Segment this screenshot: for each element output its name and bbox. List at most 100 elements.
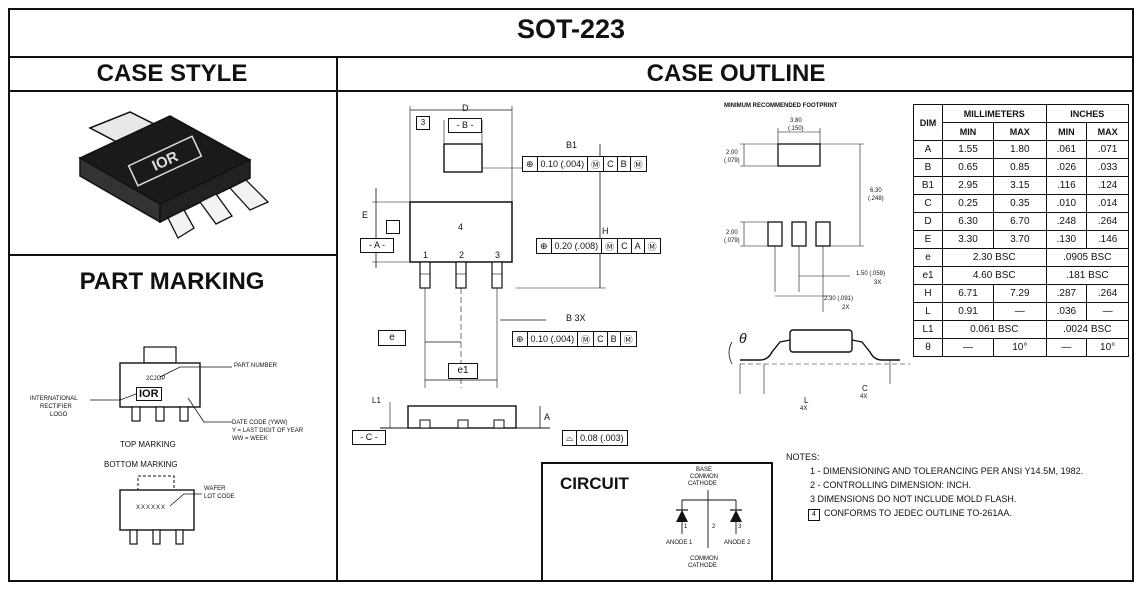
bottom-lot-code: XXXXXX: [136, 505, 167, 511]
cell: L: [913, 302, 943, 321]
column-divider: [336, 56, 338, 582]
cell: D: [913, 212, 943, 231]
pin3-label: 3: [495, 250, 501, 260]
cell: .287: [1045, 284, 1088, 303]
fp-h2-in: (.079): [724, 238, 740, 244]
part-marking-header: PART MARKING: [79, 268, 265, 295]
fcf1-datum-c: C: [604, 157, 618, 171]
dim-b1: B1: [566, 140, 578, 150]
cell: 4.60 BSC: [942, 266, 1047, 285]
cell: 3.30: [941, 230, 995, 249]
th-mm-max: MAX: [993, 122, 1047, 141]
footprint-drawing: [740, 128, 864, 312]
cell: e: [913, 248, 943, 267]
dim-e: E: [362, 210, 369, 220]
dim-d: D: [462, 103, 469, 113]
fp-h2: 2.00: [726, 230, 738, 236]
fcf3-symbol: ⊕: [513, 332, 528, 346]
outline-side-view: [380, 402, 550, 429]
dim-e1-box: e1: [448, 363, 478, 379]
cell: .026: [1045, 158, 1088, 177]
note-4-marker: 4: [808, 509, 820, 521]
dim-b-3x: B 3X: [566, 313, 586, 323]
th-in-min: MIN: [1045, 122, 1088, 141]
package-3d-illustration: IOR: [78, 111, 270, 239]
fcf1-value: 0.10 (.004): [538, 157, 589, 171]
fcf3-value: 0.10 (.004): [528, 332, 579, 346]
section-header-divider: [8, 90, 1134, 92]
fp-width-top-in: (.150): [788, 126, 804, 132]
fp-pitch2: 2.30 (.091): [824, 296, 854, 302]
cell: 7.29: [993, 284, 1047, 303]
circuit-anode2: ANODE 2: [724, 540, 751, 546]
cell: .264: [1086, 212, 1129, 231]
outline-top-view: [372, 106, 606, 388]
wafer-label-1: WAFER: [204, 486, 226, 492]
notes-title: NOTES:: [786, 452, 820, 462]
circuit-anode1: ANODE 1: [666, 540, 693, 546]
flatness-tolerance: ⌓ 0.08 (.003): [562, 430, 628, 446]
cell: 6.71: [941, 284, 995, 303]
pin4-label: 4: [458, 222, 464, 232]
position-tolerance-3: ⊕ 0.10 (.004) Ⓜ C B Ⓜ: [512, 331, 637, 347]
th-mm: MILLIMETERS: [942, 104, 1047, 123]
fcf2-mod2: Ⓜ: [647, 241, 657, 252]
fcf3-mod2: Ⓜ: [623, 334, 633, 345]
fcf1-mod2: Ⓜ: [633, 159, 643, 170]
fcf1-datum-b: B: [618, 157, 631, 171]
top-marking-label: TOP MARKING: [120, 440, 176, 449]
cell: .033: [1086, 158, 1129, 177]
cell: .116: [1045, 176, 1088, 195]
date-code-leader: [187, 397, 232, 423]
bottom-marking-label: BOTTOM MARKING: [104, 460, 178, 469]
fcf3-mod: Ⓜ: [578, 332, 595, 346]
datum-a: - A -: [360, 238, 394, 253]
notes-block: NOTES: 1 - DIMENSIONING AND TOLERANCING …: [786, 450, 1083, 521]
th-mm-min: MIN: [941, 122, 995, 141]
circuit-common-1: COMMON: [690, 556, 718, 562]
table-row: θ—10°—10°: [913, 338, 1129, 357]
footprint-title: MINIMUM RECOMMENDED FOOTPRINT: [724, 103, 838, 109]
dim-l1: L1: [372, 396, 381, 405]
pin1-label: 1: [423, 250, 429, 260]
ir-logo-label-3: LOGO: [50, 412, 68, 418]
dim-e-box: e: [378, 330, 406, 346]
circuit-pin2: 2: [712, 524, 716, 530]
cell: 3.15: [993, 176, 1047, 195]
note-1: 1 - DIMENSIONING AND TOLERANCING PER ANS…: [810, 466, 1084, 476]
dimension-table: DIM MILLIMETERS INCHES MIN MAX MIN MAX A…: [913, 104, 1130, 357]
cell: .181 BSC: [1045, 266, 1130, 285]
fp-pitch-3x: 3X: [874, 280, 882, 286]
cell: .061: [1045, 140, 1088, 159]
lead-profile-drawing: [728, 329, 910, 394]
page-title: SOT-223: [516, 14, 626, 44]
circuit-pin1: 1: [684, 524, 688, 530]
cell: .130: [1045, 230, 1088, 249]
fcf3-datum-c: C: [594, 332, 608, 346]
flatness-value: 0.08 (.003): [580, 433, 624, 443]
datum-c-marker: [386, 220, 400, 234]
date-code-label-2: Y = LAST DIGIT OF YEAR: [232, 428, 304, 434]
cell: 3.70: [993, 230, 1047, 249]
fcf2-symbol: ⊕: [537, 239, 552, 253]
note3-marker: 3: [416, 116, 430, 130]
marking-code: 2CJGP: [146, 376, 166, 382]
fcf1-symbol: ⊕: [523, 157, 538, 171]
flatness-symbol: ⌓: [563, 431, 578, 445]
fp-pitch: 1.50 (.059): [856, 271, 886, 277]
cell: C: [913, 194, 943, 213]
fp-h-total: 6.30: [870, 188, 882, 194]
circuit-base-1: BASE: [696, 467, 713, 473]
dim-c-4x: 4X: [860, 394, 868, 400]
cell: 10°: [993, 338, 1047, 357]
fcf2-mod: Ⓜ: [602, 239, 619, 253]
position-tolerance-2: ⊕ 0.20 (.008) Ⓜ C A Ⓜ: [536, 238, 661, 254]
